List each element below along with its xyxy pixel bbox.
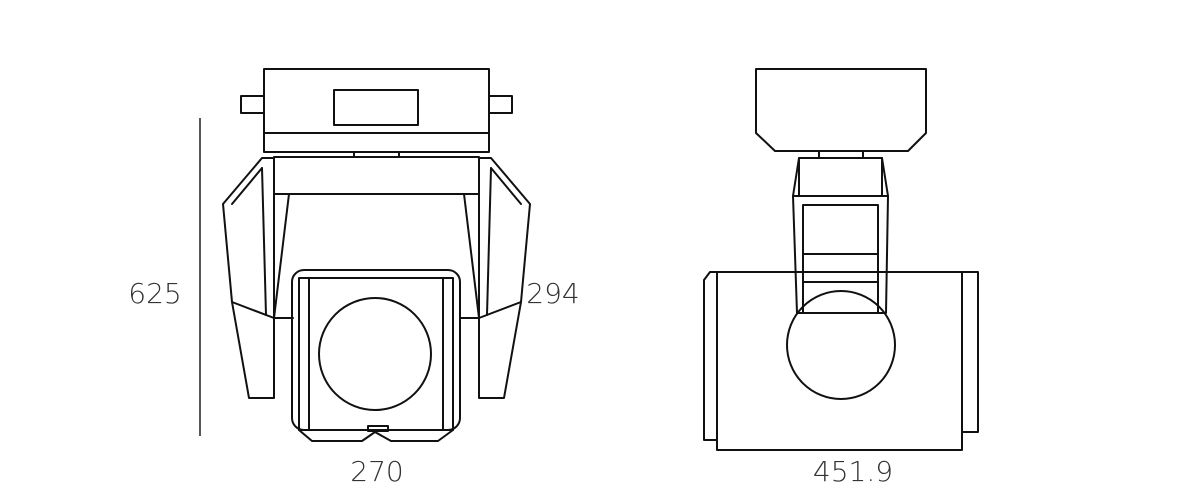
- front-view: 625 294 270: [128, 68, 580, 488]
- front-base-box: [263, 68, 490, 153]
- front-right-arm-joint: [478, 301, 522, 319]
- front-head-inner: [298, 277, 454, 431]
- front-left-arm-edge: [231, 167, 263, 205]
- front-right-arm-edge: [490, 167, 522, 205]
- front-bottom-tab: [367, 425, 389, 432]
- side-head-body: [716, 271, 963, 451]
- front-yoke-crossbar: [273, 156, 480, 195]
- side-width-dimension-label: 451.9: [813, 455, 893, 488]
- front-right-arm-inner: [486, 167, 492, 316]
- side-head-front-lip: [703, 271, 718, 441]
- front-width-dimension-label: 270: [350, 455, 403, 488]
- side-base-box: [755, 68, 927, 152]
- front-base-right-tab: [488, 95, 513, 114]
- front-left-arm-outer: [222, 157, 275, 399]
- arm-depth-dimension-label: 294: [526, 277, 579, 310]
- side-view: 451.9: [703, 68, 979, 488]
- side-head-rear-cap: [961, 271, 979, 433]
- side-arm-inner-frame: [802, 204, 879, 314]
- side-pivot-disk: [786, 290, 896, 400]
- front-head-housing: [291, 269, 461, 431]
- front-right-strut: [463, 193, 480, 319]
- front-left-strut: [273, 193, 290, 319]
- side-arm-upper: [792, 157, 889, 197]
- front-right-arm-outer: [478, 157, 531, 399]
- front-left-arm-joint: [231, 301, 275, 319]
- height-dimension-label: 625: [128, 277, 181, 310]
- front-base-label-panel: [333, 89, 419, 126]
- front-lens: [318, 297, 432, 411]
- side-arm-lower: [792, 195, 889, 314]
- side-neck-connector: [818, 150, 864, 159]
- front-bottom-handle: [298, 429, 454, 442]
- front-left-arm-inner: [261, 167, 267, 316]
- front-base-left-tab: [240, 95, 265, 114]
